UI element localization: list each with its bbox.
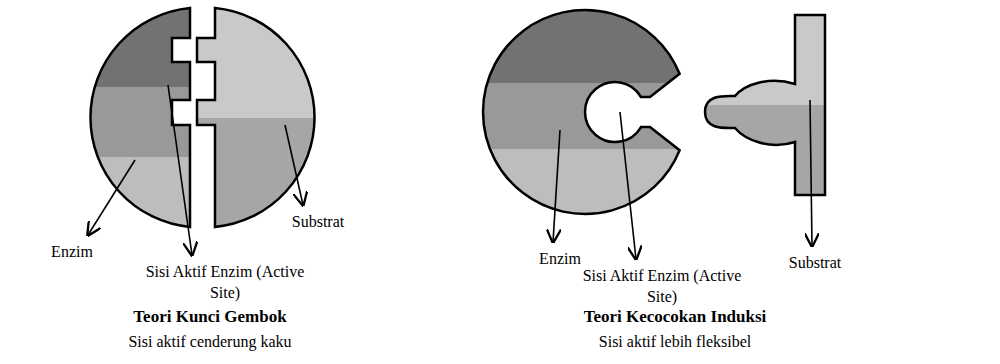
part-label: Substrat xyxy=(775,252,855,273)
part-label: Enzim xyxy=(520,248,600,269)
enzyme-shape xyxy=(483,10,680,214)
part-label: Substrat xyxy=(278,211,358,232)
substrate-shape xyxy=(197,8,315,227)
leader-arrow xyxy=(285,125,303,205)
part-label: Enzim xyxy=(32,241,112,262)
substrate-shape xyxy=(705,15,825,195)
panel-caption: Sisi aktif cenderung kaku xyxy=(60,331,360,352)
panel-title: Teori Kecocokan Induksi xyxy=(515,306,835,327)
leader-arrow xyxy=(810,100,812,246)
panel-caption: Sisi aktif lebih fleksibel xyxy=(515,331,835,352)
leader-arrow xyxy=(553,130,560,242)
leader-arrow xyxy=(88,160,135,235)
part-label: Sisi Aktif Enzim (Active Site) xyxy=(582,265,742,307)
part-label: Sisi Aktif Enzim (Active Site) xyxy=(145,261,305,303)
panel-title: Teori Kunci Gembok xyxy=(60,306,360,327)
enzyme-shape xyxy=(90,8,190,227)
leader-arrow xyxy=(620,112,636,259)
leader-arrow xyxy=(168,85,192,255)
